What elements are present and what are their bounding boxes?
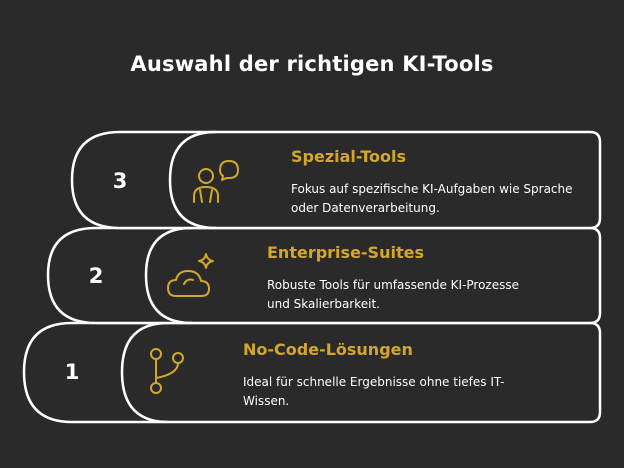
step-1-inner-shape [120,321,169,424]
cloud-sparkle-icon [167,253,214,297]
step-3-outer-shape [70,130,602,230]
step-2-outer-shape [46,226,602,325]
branch-icon [150,348,184,394]
step-3-number: 3 [112,169,128,193]
step-1-description: Ideal für schnelle Ergebnisse ohne tiefe… [243,375,505,408]
page-title: Auswahl der richtigen KI-Tools [130,52,494,76]
step-1-number: 1 [64,360,80,384]
step-3-description: Fokus auf spezifische KI-Aufgaben wie Sp… [291,182,573,215]
step-2-description: Robuste Tools für umfassende KI-Prozesse… [267,278,519,311]
step-2-number: 2 [88,264,104,288]
step-1-outer-shape [22,321,602,424]
step-3-inner-shape [168,130,217,230]
step-1-title: No-Code-Lösungen [243,340,413,359]
step-2-inner-shape [144,226,193,325]
person-with-speech-bubble-icon [193,160,239,203]
step-3-title: Spezial-Tools [291,147,406,166]
step-2-title: Enterprise-Suites [267,243,424,262]
